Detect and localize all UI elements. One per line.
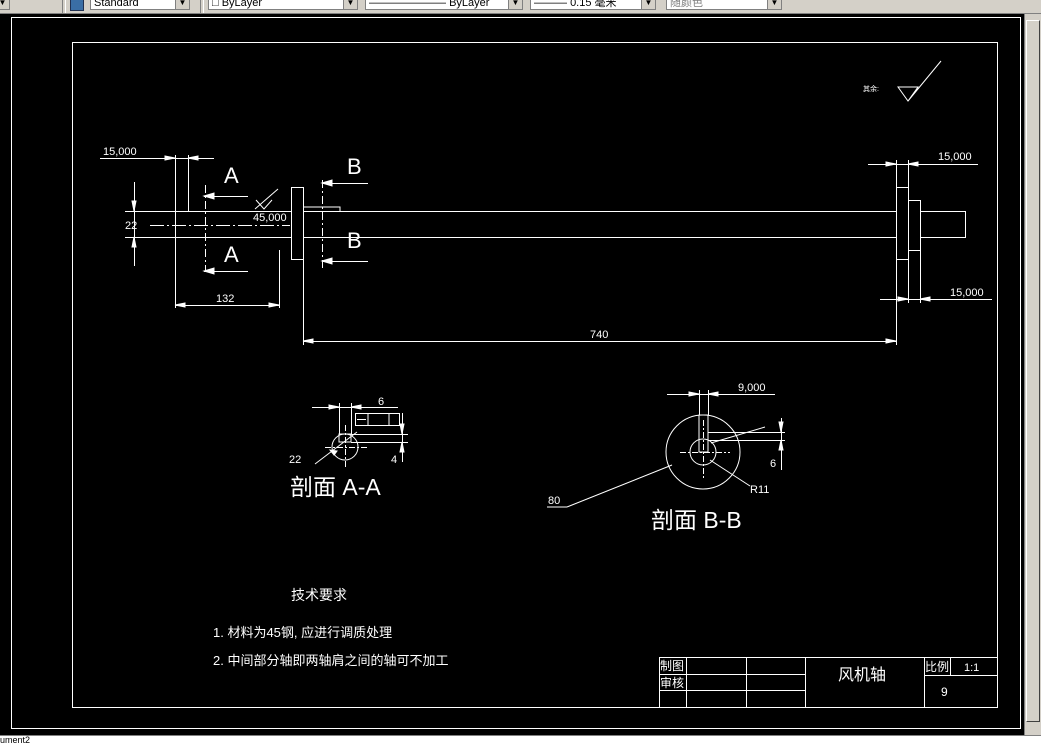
drawing-canvas[interactable]: 其余: A A B B 15,000 22 [0, 14, 1025, 735]
drawing-number: 9 [941, 685, 948, 699]
svg-text:6: 6 [378, 396, 384, 408]
section-bb-view: 9,000 6 R11 80 剖面 B-B [547, 382, 785, 533]
part-name: 风机轴 [838, 666, 886, 684]
section-mark-a-bottom: A [224, 242, 239, 267]
svg-text:9,000: 9,000 [738, 382, 766, 394]
dim-left-length: 132 [174, 238, 280, 308]
scrollbar-thumb[interactable] [1026, 20, 1040, 722]
tech-heading: 技术要求 [291, 587, 347, 603]
svg-text:15,000: 15,000 [950, 287, 984, 299]
svg-text:15,000: 15,000 [103, 146, 137, 158]
dim-chamfer: 45,000 [253, 188, 287, 224]
text-style-value: Standard [94, 0, 139, 9]
section-bb-title: 剖面 B-B [651, 507, 742, 533]
section-marks: A A B B [202, 154, 368, 275]
roughness-symbol-icon [897, 60, 942, 102]
section-aa-title: 剖面 A-A [290, 474, 381, 500]
svg-text:45,000: 45,000 [253, 212, 287, 224]
dim-left-diameter: 22 [125, 182, 175, 266]
chevron-down-icon: ▼ [175, 0, 189, 9]
svg-text:80: 80 [548, 495, 560, 507]
title-checked-label: 审核 [660, 675, 684, 690]
title-drawn-label: 制图 [660, 659, 684, 673]
svg-text:R11: R11 [750, 484, 769, 496]
dim-right-top: 15,000 [868, 151, 978, 187]
section-mark-a-top: A [224, 163, 239, 188]
plot-style-value: 随颜色 [670, 0, 703, 9]
chevron-down-icon: ▼ [641, 0, 655, 9]
svg-text:22: 22 [289, 454, 301, 466]
technical-requirements: 技术要求 1. 材料为45钢, 应进行调质处理 2. 中间部分轴即两轴肩之间的轴… [213, 587, 448, 668]
properties-toolbar: ▼ Standard ▼ □ ByLayer ▼ ——————— ByLayer… [0, 0, 1041, 14]
lineweight-sample: ——— [534, 0, 571, 9]
inner-border [72, 42, 998, 708]
chevron-down-icon: ▼ [343, 0, 357, 9]
svg-text:6: 6 [770, 458, 776, 470]
svg-text:22: 22 [125, 220, 137, 232]
command-line[interactable]: ument2 [0, 735, 1041, 744]
svg-text:15,000: 15,000 [938, 151, 972, 163]
layer-color-select[interactable]: □ ByLayer ▼ [208, 0, 358, 10]
chevron-down-icon: ▼ [767, 0, 781, 9]
section-aa-view: 6 4 22 剖面 A-A [289, 396, 408, 500]
prev-combo-tail[interactable]: ▼ [0, 0, 10, 10]
command-text: ument2 [0, 735, 31, 744]
plot-style-select[interactable]: 随颜色 ▼ [666, 0, 782, 10]
section-mark-b-top: B [347, 154, 362, 179]
tech-item-2: 2. 中间部分轴即两轴肩之间的轴可不加工 [213, 653, 448, 668]
drawing-svg: 其余: A A B B 15,000 22 [11, 17, 1021, 729]
dim-right-bottom: 15,000 [880, 250, 992, 303]
svg-text:740: 740 [590, 329, 608, 341]
section-mark-b-bottom: B [347, 228, 362, 253]
lineweight-value: 0.15 毫米 [570, 0, 617, 9]
dim-total-length: 740 [302, 260, 897, 345]
svg-text:4: 4 [391, 454, 397, 466]
linetype-select[interactable]: ——————— ByLayer ▼ [365, 0, 523, 10]
linetype-sample: ——————— [369, 0, 450, 9]
dim-left-top: 15,000 [100, 146, 214, 211]
lineweight-select[interactable]: ——— 0.15 毫米 ▼ [530, 0, 656, 10]
tech-item-1: 1. 材料为45钢, 应进行调质处理 [213, 625, 392, 640]
toolbar-separator [62, 0, 66, 13]
layer-color-value: ByLayer [221, 0, 263, 9]
scale-value: 1:1 [964, 662, 979, 674]
linetype-value: ByLayer [449, 0, 490, 9]
color-swatch-icon: □ [212, 0, 222, 9]
roughness-label: 其余: [863, 84, 879, 93]
text-style-icon[interactable] [70, 0, 84, 11]
scale-label: 比例 [925, 660, 949, 674]
title-block: 制图 审核 风机轴 比例 1:1 9 [659, 657, 998, 708]
chevron-down-icon: ▼ [508, 0, 522, 9]
chevron-down-icon: ▼ [0, 0, 9, 9]
text-style-select[interactable]: Standard ▼ [90, 0, 190, 10]
shaft-body [175, 187, 966, 260]
toolbar-separator [200, 0, 204, 13]
svg-text:132: 132 [216, 293, 234, 305]
outer-border [11, 17, 1021, 729]
vertical-scrollbar[interactable] [1024, 14, 1041, 735]
